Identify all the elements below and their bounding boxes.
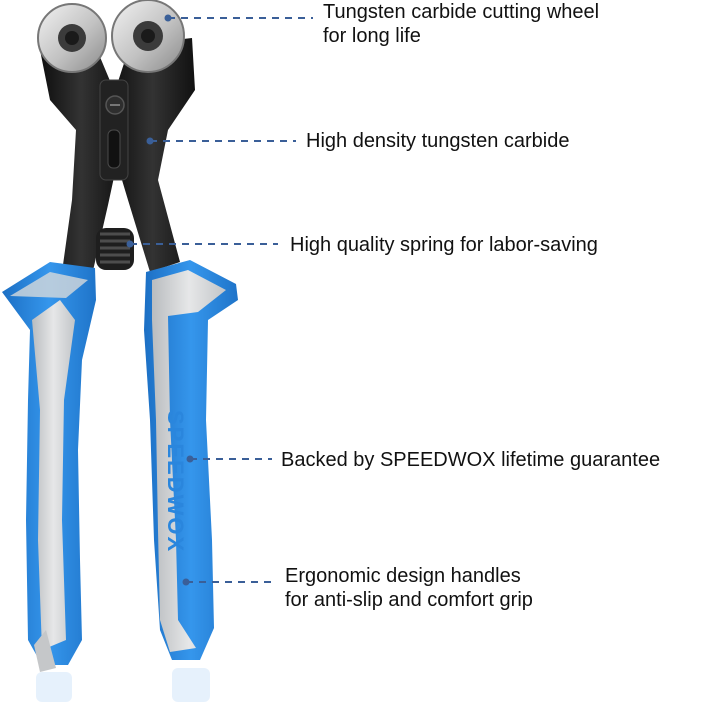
callout-tungsten-carbide: High density tungsten carbide [306, 129, 570, 153]
left-handle [2, 262, 96, 672]
brand-logo: SPEEDWOX [163, 410, 188, 553]
callout-line: High quality spring for labor-saving [290, 234, 598, 256]
spring [96, 228, 134, 270]
callout-cutting-wheel: Tungsten carbide cutting wheel for long … [323, 0, 599, 48]
callout-line: High density tungsten carbide [306, 130, 570, 152]
right-jaw [110, 38, 195, 272]
callout-line: Backed by SPEEDWOX lifetime guarantee [281, 449, 661, 471]
callout-spring: High quality spring for labor-saving [290, 233, 598, 257]
callout-line: Ergonomic design handles [285, 565, 521, 587]
leader-lines [126, 14, 313, 586]
cutting-wheels [37, 0, 185, 73]
tool-head [40, 38, 195, 275]
reflection [36, 668, 210, 702]
callout-ergonomic: Ergonomic design handles for anti-slip a… [285, 564, 533, 612]
callout-line: for long life [323, 25, 421, 47]
callout-line: for anti-slip and comfort grip [285, 589, 533, 611]
callout-guarantee: Backed by SPEEDWOX lifetime guarantee [281, 448, 660, 472]
slot [107, 129, 121, 169]
callout-line: Tungsten carbide cutting wheel [323, 1, 600, 23]
